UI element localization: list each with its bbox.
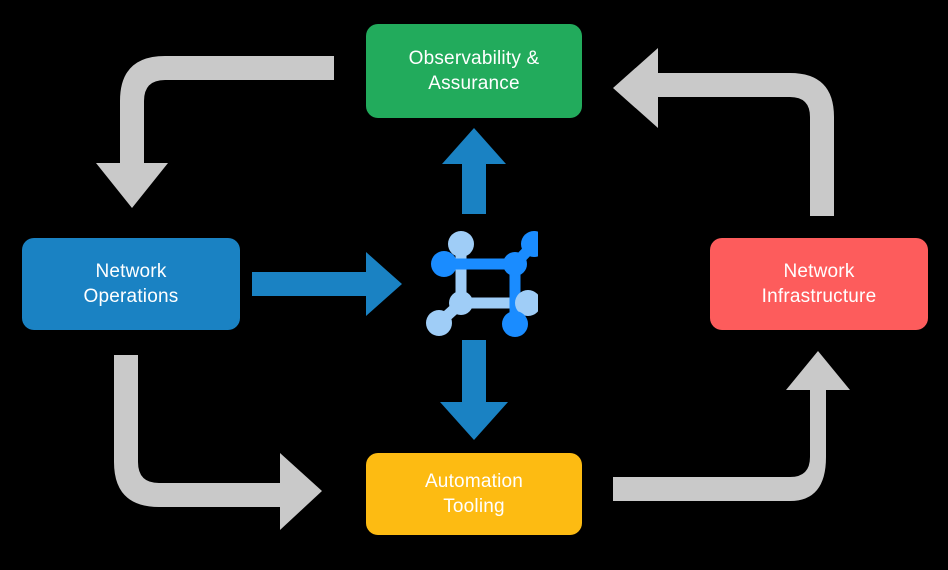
network-topology-icon bbox=[426, 231, 547, 337]
topology-node-top bbox=[448, 231, 474, 257]
arrow-operations-to-automation bbox=[114, 355, 322, 530]
arrow-automation-to-infrastructure bbox=[613, 351, 850, 501]
center-hub bbox=[418, 218, 547, 338]
node-automation-tooling-label: Automation Tooling bbox=[424, 470, 524, 517]
node-network-infrastructure-label: Network Infrastructure bbox=[761, 260, 877, 307]
topology-node-center-right bbox=[503, 252, 527, 276]
node-network-operations-label: Network Operations bbox=[83, 260, 179, 307]
node-observability-assurance[interactable]: Observability & Assurance bbox=[366, 24, 582, 118]
topology-nodes bbox=[426, 231, 547, 337]
node-network-infrastructure[interactable]: Network Infrastructure bbox=[710, 238, 928, 330]
topology-node-mid-left bbox=[449, 291, 473, 315]
node-observability-assurance-label: Observability & Assurance bbox=[408, 47, 540, 94]
arrow-hub-to-automation bbox=[440, 340, 508, 440]
topology-node-right bbox=[515, 290, 541, 316]
topology-node-bottom bbox=[502, 311, 528, 337]
node-automation-tooling[interactable]: Automation Tooling bbox=[366, 453, 582, 535]
arrow-observability-to-operations bbox=[96, 56, 334, 208]
arrow-infrastructure-to-observability bbox=[613, 48, 834, 216]
topology-node-left bbox=[431, 251, 457, 277]
node-network-operations[interactable]: Network Operations bbox=[22, 238, 240, 330]
arrow-hub-to-observability bbox=[442, 128, 506, 214]
arrow-operations-to-hub bbox=[252, 252, 402, 316]
topology-node-bottom-left bbox=[426, 310, 452, 336]
